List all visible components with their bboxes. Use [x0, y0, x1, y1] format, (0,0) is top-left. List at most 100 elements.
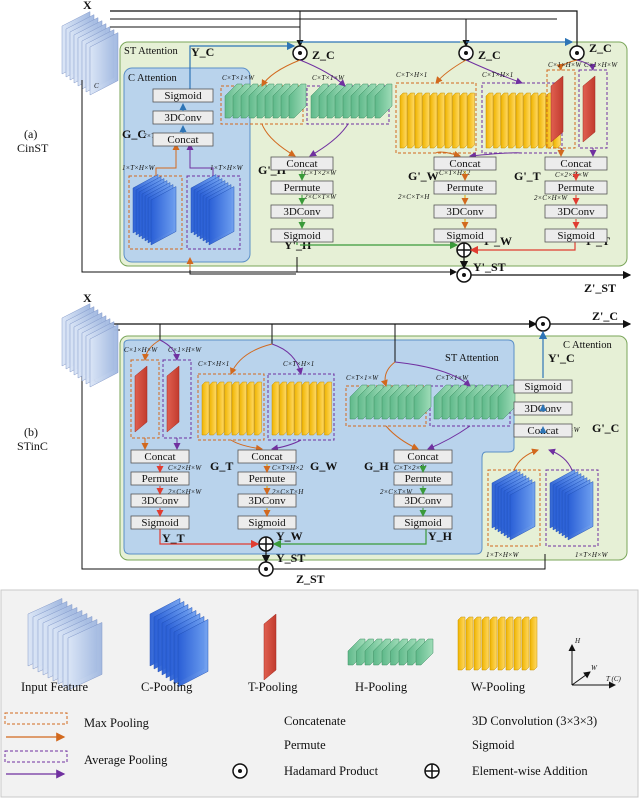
dim-a-w3: 2×C×T×H [398, 193, 430, 201]
b-t-permute-box-label: Permute [142, 473, 179, 485]
b-w-permute-box: Permute [237, 471, 297, 486]
y-t-label-b: Y_T [162, 531, 185, 545]
a-w-3dconv-box: 3DConv [433, 204, 497, 219]
a-c-concat-box-label: Concat [167, 134, 198, 146]
line-a-top [110, 10, 578, 48]
dim-a-c1-right: 1×T×H×W [210, 164, 244, 172]
hadamard-a3 [569, 45, 585, 61]
a-t-concat-box-label: Concat [560, 158, 591, 170]
input-x-label-b: X [83, 291, 92, 305]
dim-b-w2: C×T×H×2 [272, 464, 304, 472]
addition-b [258, 536, 274, 552]
g-w-label: G'_W [408, 169, 439, 183]
a-h-3dconv-box-label: 3DConv [283, 206, 321, 218]
b-c-sigmoid-box-label: Sigmoid [524, 381, 562, 393]
legend-c-pooling: C-Pooling [141, 680, 193, 694]
b-h-3dconv-box: 3DConv [393, 493, 453, 508]
b-t-concat-box-label: Concat [144, 451, 175, 463]
b-t-3dconv-box-label: 3DConv [141, 495, 179, 507]
legend-conv-desc: 3D Convolution (3×3×3) [472, 714, 597, 728]
legend-axes: H W T (C) [568, 637, 622, 689]
a-w-sigmoid-box: Sigmoid [433, 228, 497, 243]
a-w-permute-box-label: Permute [447, 182, 484, 194]
z-st-label-a: Z'_ST [584, 281, 616, 295]
legend-icons [27, 597, 538, 691]
b-w-permute-box-label: Permute [249, 473, 286, 485]
z-st-label-b: Z_ST [296, 572, 325, 586]
dim-b-h1-right: C×T×1×W [436, 374, 469, 382]
c-dim-label: C [94, 82, 99, 90]
st-attention-title-a: ST Attention [124, 46, 179, 57]
a-c-sigmoid-box: Sigmoid [152, 88, 214, 103]
w-pooling-b [197, 343, 335, 452]
g-h-label-b: G_H [364, 459, 389, 473]
panel-b-name: STinC [17, 439, 48, 453]
a-w-concat-box-label: Concat [449, 158, 480, 170]
hadamard-a1 [292, 45, 308, 61]
hadamard-a2 [458, 45, 474, 61]
panel-a-name: CinST [17, 141, 49, 155]
b-h-concat-box: Concat [393, 449, 453, 464]
b-h-sigmoid-box: Sigmoid [393, 515, 453, 530]
b-h-concat-box-label: Concat [407, 451, 438, 463]
legend-t-pooling: T-Pooling [248, 680, 298, 694]
legend-avg-pool-box [4, 750, 68, 763]
g-t-label-b: G_T [210, 459, 233, 473]
b-w-sigmoid-box-label: Sigmoid [248, 517, 286, 529]
y-st-label-b: Y_ST [276, 551, 305, 565]
legend-c-pooling-icon [149, 597, 209, 688]
dim-a-w2: C×T×H×2 [439, 169, 471, 177]
a-t-permute-box-label: Permute [558, 182, 595, 194]
a-t-sigmoid-box: Sigmoid [544, 228, 608, 243]
b-t-permute-box: Permute [130, 471, 190, 486]
dim-b-c1-right: 1×T×H×W [575, 551, 609, 559]
legend-input-feature: Input Feature [21, 680, 88, 694]
dim-a-h2: C×T×2×W [304, 169, 337, 177]
legend-h-pooling: H-Pooling [355, 680, 408, 694]
a-c-sigmoid-box-label: Sigmoid [164, 90, 202, 102]
a-c-3dconv-box: 3DConv [152, 110, 214, 125]
legend-hadamard: Hadamard Product [284, 764, 379, 778]
dim-a-c1-left: 1×T×H×W [122, 164, 156, 172]
legend-permute-desc: Permute [284, 738, 326, 752]
a-h-permute-box: Permute [270, 180, 334, 195]
legend-addition: Element-wise Addition [472, 764, 588, 778]
panel-a-index: (a) [24, 127, 37, 141]
arrow-b-yt [159, 528, 260, 549]
b-t-concat-box: Concat [130, 449, 190, 464]
dim-a-h3: 2×C×T×W [304, 193, 337, 201]
input-x-label: X [83, 0, 92, 12]
t-pooling-b [130, 339, 192, 450]
dim-b-c1-left: 1×T×H×W [486, 551, 520, 559]
dim-b-w1-right: C×T×H×1 [283, 360, 314, 368]
c-pooling-b [487, 448, 599, 547]
h-pooling-b [345, 361, 516, 450]
input-feature-b [61, 303, 119, 388]
b-w-3dconv-box: 3DConv [237, 493, 297, 508]
y-w-label-b: Y_W [276, 529, 303, 543]
z-c-label-3: Z_C [589, 41, 612, 55]
a-h-concat-box: Concat [270, 156, 334, 171]
b-t-sigmoid-box: Sigmoid [130, 515, 190, 530]
z-c-label-1: Z_C [312, 48, 335, 62]
a-t-sigmoid-box-label: Sigmoid [557, 230, 595, 242]
line-a-skip [81, 80, 296, 273]
b-h-sigmoid-box-label: Sigmoid [404, 517, 442, 529]
y-c-label-b: Y'_C [548, 351, 575, 365]
dim-b-t1-right: C×1×H×W [168, 346, 202, 354]
hadamard-a-out [456, 267, 472, 283]
axis-t: T (C) [606, 675, 622, 683]
legend-max-pool-box [4, 712, 68, 725]
a-h-concat-box-label: Concat [286, 158, 317, 170]
a-h-sigmoid-box-label: Sigmoid [283, 230, 321, 242]
a-w-concat-box: Concat [433, 156, 497, 171]
b-t-3dconv-box: 3DConv [130, 493, 190, 508]
line-b-skip [81, 372, 258, 570]
g-c-label-b: G'_C [592, 421, 619, 435]
dim-b-t3: 2×C×H×W [168, 488, 202, 496]
a-c-concat-box: Concat [152, 132, 214, 147]
y-st-label-a: Y'_ST [473, 260, 506, 274]
h-pooling-a [220, 59, 393, 157]
a-t-permute-box: Permute [544, 180, 608, 195]
input-feature-a [61, 11, 119, 96]
